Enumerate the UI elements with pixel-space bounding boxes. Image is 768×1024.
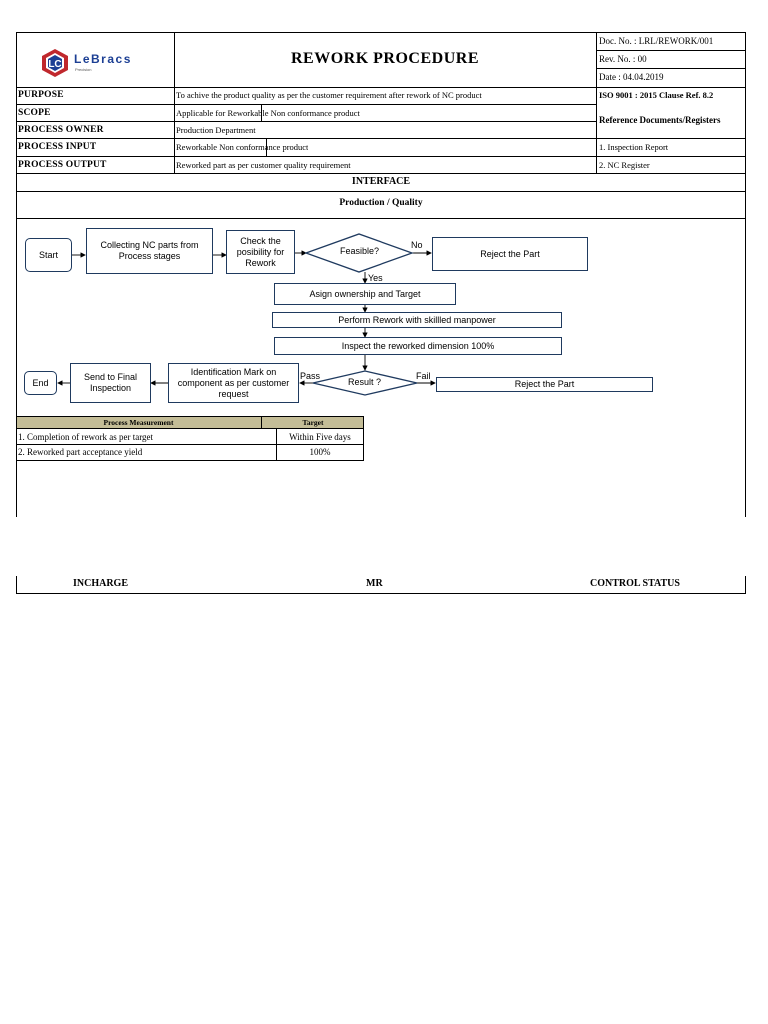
measurement-row-1-measure: 1. Completion of rework as per target <box>18 432 154 442</box>
iso-clause: ISO 9001 : 2015 Clause Ref. 8.2 <box>599 90 714 100</box>
process-owner-label: PROCESS OWNER <box>18 125 104 135</box>
process-output-value: Reworked part as per customer quality re… <box>176 160 351 170</box>
logo-mark-icon: LC <box>42 49 68 77</box>
inspect-dimension-step: Inspect the reworked dimension 100% <box>274 337 562 355</box>
assign-ownership-step: Asign ownership and Target <box>274 283 456 305</box>
identification-mark-step: Identification Mark on component as per … <box>168 363 299 403</box>
yes-label: Yes <box>368 273 383 283</box>
no-label: No <box>411 240 423 250</box>
doc-date: Date : 04.04.2019 <box>599 72 664 82</box>
purpose-label: PURPOSE <box>18 90 64 100</box>
process-input-value: Reworkable Non conformance product <box>176 142 309 152</box>
scope-label: SCOPE <box>18 108 51 118</box>
reference-docs-heading: Reference Documents/Registers <box>599 115 721 125</box>
send-final-inspection-step: Send to Final Inspection <box>70 363 151 403</box>
flowchart-connectors <box>57 233 436 396</box>
logo-sub-text: Precision <box>75 67 92 72</box>
measurement-row-2-target: 100% <box>309 447 331 457</box>
measurement-header-target: Target <box>302 418 324 427</box>
feasible-label: Feasible? <box>340 246 380 256</box>
control-status-label: CONTROL STATUS <box>590 578 680 589</box>
logo-brand-text: LeBracs <box>74 52 132 66</box>
reject-part-box-1: Reject the Part <box>432 237 588 271</box>
scope-value: Applicable for Reworkable Non conformanc… <box>176 108 360 118</box>
pass-label: Pass <box>300 371 321 381</box>
perform-rework-step: Perform Rework with skillled manpower <box>272 312 562 328</box>
end-terminal: End <box>24 371 57 395</box>
fail-label: Fail <box>416 371 431 381</box>
measurement-header-measure: Process Measurement <box>103 418 174 427</box>
incharge-label: INCHARGE <box>73 578 129 589</box>
process-owner-value: Production Department <box>176 125 256 135</box>
company-logo: LC LeBracs Precision <box>38 46 148 80</box>
check-rework-possibility-step: Check the posibility for Rework <box>226 230 295 274</box>
process-input-label: PROCESS INPUT <box>18 142 97 152</box>
reference-item-2: 2. NC Register <box>599 160 650 170</box>
result-diamond <box>312 370 418 396</box>
interface-title: INTERFACE <box>351 176 411 187</box>
reject-part-box-2: Reject the Part <box>436 377 653 392</box>
interface-subtitle: Production / Quality <box>339 198 423 208</box>
measurement-row-2-measure: 2. Reworked part acceptance yield <box>18 447 143 457</box>
svg-text:LC: LC <box>48 59 61 70</box>
doc-number: Doc. No. : LRL/REWORK/001 <box>599 36 714 46</box>
result-label: Result ? <box>348 377 382 387</box>
purpose-value: To achive the product quality as per the… <box>176 90 482 100</box>
reference-item-1: 1. Inspection Report <box>599 142 669 152</box>
collect-nc-parts-step: Collecting NC parts from Process stages <box>86 228 213 274</box>
page-title: REWORK PROCEDURE <box>290 50 479 67</box>
process-output-label: PROCESS OUTPUT <box>18 160 107 170</box>
feasible-diamond <box>304 233 414 273</box>
mr-label: MR <box>366 578 383 589</box>
measurement-header-row <box>16 416 364 429</box>
measurement-row-1-target: Within Five days <box>289 432 351 442</box>
rev-number: Rev. No. : 00 <box>599 54 647 64</box>
start-terminal: Start <box>25 238 72 272</box>
